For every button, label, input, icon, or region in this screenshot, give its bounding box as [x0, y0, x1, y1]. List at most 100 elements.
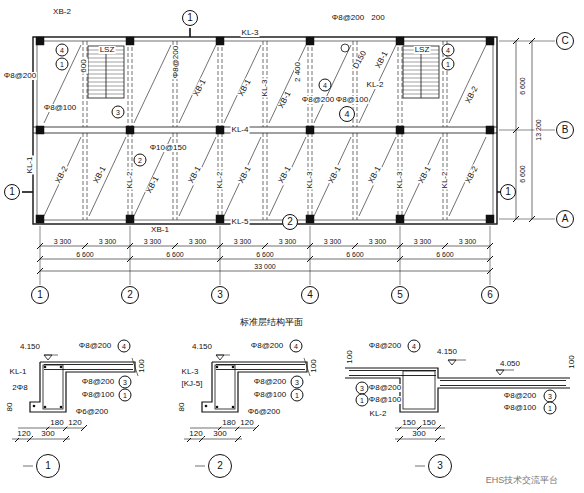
stroke — [87, 41, 88, 127]
callout-number: 3 — [291, 376, 304, 389]
stroke — [184, 439, 242, 440]
drawing-label: 3 300 — [413, 238, 433, 245]
stroke — [40, 259, 490, 260]
stroke — [190, 428, 256, 429]
drawing-label: 6 600 — [345, 251, 365, 258]
drawing-label: 100 — [568, 354, 576, 369]
drawing-label: KL-3 — [181, 368, 200, 376]
drawing-label: KL-2 — [441, 171, 449, 190]
callout-number: 1 — [356, 394, 369, 407]
axis-number: 1 — [187, 13, 193, 23]
drawing-label: LSZ — [99, 46, 116, 54]
outline — [345, 378, 570, 412]
stroke — [490, 226, 491, 285]
drawing-label: 3 300 — [458, 238, 478, 245]
axis-bubble: 3 — [428, 454, 452, 478]
drawing-label: 600 — [80, 58, 88, 73]
rebar-dot — [216, 406, 219, 409]
rebar-dot — [60, 366, 63, 369]
stroke — [440, 385, 566, 386]
drawing-label: 4.150 — [191, 343, 213, 351]
drawing-label: 3 300 — [233, 238, 253, 245]
drawing-label: Φ8@200 — [250, 342, 284, 350]
stroke — [442, 243, 448, 249]
stroke — [532, 41, 533, 219]
stroke — [314, 45, 351, 123]
drawing-label: Φ8@100 — [253, 391, 287, 399]
drawing-label: KL-3 — [261, 79, 269, 98]
drawing-label: Φ8@200 — [503, 392, 537, 400]
stroke — [216, 355, 230, 356]
axis-number: 3 — [437, 461, 443, 471]
axis-number: 6 — [487, 290, 493, 300]
axis-bubble: 1 — [31, 286, 49, 304]
drawing-label: EHS技术交流平台 — [485, 476, 560, 485]
drawing-label: XB-1 — [237, 77, 253, 98]
axis-number: 2 — [287, 217, 293, 227]
drawing-label: 4.150 — [436, 348, 458, 356]
outline — [30, 362, 135, 412]
axis-number: A — [562, 214, 569, 224]
stroke — [267, 133, 268, 220]
stroke — [312, 41, 313, 127]
drawing-label: 13 200 — [535, 118, 542, 141]
drawing-label: Φ8@100 — [43, 104, 77, 112]
drawing-title: 标准层结构平面 — [240, 318, 303, 327]
drawing-label: 150 — [401, 419, 416, 427]
stroke — [22, 191, 33, 193]
drawing-label: 100 — [310, 358, 318, 373]
drawing-label: 150 — [421, 419, 436, 427]
axis-bubble: 3 — [211, 286, 229, 304]
drawing-label: LSZ — [414, 46, 431, 54]
axis-number: 1 — [45, 461, 51, 471]
drawing-label: [KJ-5] — [181, 380, 204, 388]
stroke — [308, 41, 309, 127]
callout-number: 4 — [56, 44, 69, 57]
rect-shape — [306, 37, 314, 45]
stroke — [44, 137, 81, 216]
outline — [202, 362, 307, 412]
rebar-dot — [232, 406, 235, 409]
drawing-label: XB-1 — [327, 164, 343, 185]
stroke — [398, 41, 399, 127]
stroke — [132, 41, 133, 127]
stroke — [353, 133, 354, 220]
stroke — [195, 466, 205, 467]
rect-shape — [36, 37, 44, 45]
axis-bubble: 2 — [282, 214, 298, 230]
drawing-label: D150 — [351, 49, 368, 71]
drawing-label: 80 — [178, 402, 186, 413]
callout-number: 3 — [112, 106, 125, 119]
stroke — [487, 243, 493, 249]
drawing-label: KL-2 — [366, 81, 385, 89]
stroke — [448, 360, 466, 361]
callout-number: 4 — [118, 340, 131, 353]
stroke — [307, 256, 313, 262]
stroke — [127, 256, 133, 262]
rect-shape — [216, 215, 224, 223]
drawing-label: 3 300 — [98, 238, 118, 245]
axis-number: 4 — [307, 290, 313, 300]
rect-shape — [486, 215, 494, 223]
drawing-label: Φ8@200 — [81, 378, 115, 386]
stroke — [349, 375, 436, 376]
drawing-label: 2 400 — [294, 61, 302, 83]
rect-shape — [216, 126, 224, 134]
stroke — [172, 243, 178, 249]
drawing-label: XB-1 — [192, 77, 208, 98]
drawing-label: 6 600 — [75, 251, 95, 258]
drawing-label: Φ8@200 — [331, 14, 365, 22]
stroke — [529, 216, 535, 222]
stroke — [402, 41, 403, 127]
stroke — [449, 45, 486, 123]
stroke — [218, 41, 219, 127]
rect-shape — [403, 371, 435, 409]
drawing-label: XB-2 — [464, 164, 480, 185]
stroke — [440, 380, 566, 381]
stroke — [217, 256, 223, 262]
drawing-label: KL-3 — [306, 171, 314, 190]
drawing-label: XB-2 — [464, 84, 480, 105]
drawing-label: XB-1 — [187, 164, 203, 185]
stroke — [179, 45, 216, 123]
